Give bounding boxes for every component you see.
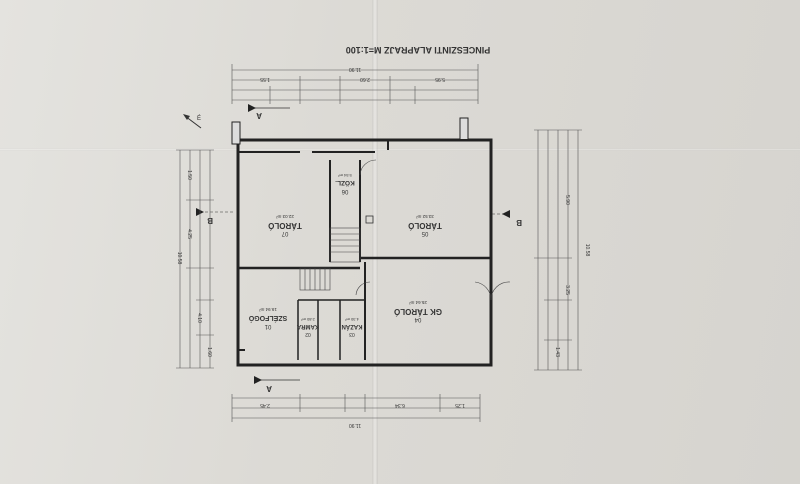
dim-bottom-total: 11.90 [349, 422, 361, 428]
right-dimension-chains [534, 129, 582, 371]
section-b-right: B [492, 210, 522, 227]
outer-walls [231, 117, 493, 367]
svg-text:22.03 m²: 22.03 m² [276, 214, 294, 219]
dim-left-1: 1.50 [186, 170, 192, 180]
svg-text:B: B [516, 218, 522, 227]
svg-text:2.80 m²: 2.80 m² [301, 317, 315, 322]
room-label-01: 01 SZÉLFOGÓ 19.94 m² [248, 307, 287, 329]
dim-left-4: 1.60 [206, 347, 212, 357]
svg-text:25.64 m²: 25.64 m² [409, 300, 427, 305]
svg-text:04: 04 [414, 316, 421, 322]
dim-bottom-2: 6.34 [395, 402, 405, 408]
section-b-left: B [196, 208, 235, 225]
dim-top-total: 11.90 [349, 66, 361, 72]
drawing-title: PINCESZINTI ALAPRAJZ M=1:100 [346, 45, 490, 55]
section-a-top: A [248, 104, 290, 120]
column-marker [365, 215, 374, 224]
room-label-07: 07 TÁROLÓ 22.03 m² [268, 214, 302, 236]
svg-text:KAZÁN: KAZÁN [342, 323, 363, 330]
svg-text:KÖZL.: KÖZL. [335, 179, 355, 188]
dim-bottom-3: 1.25 [455, 402, 465, 408]
svg-text:KAMRA: KAMRA [296, 323, 319, 329]
dim-right-2: 3.25 [564, 285, 570, 295]
interior-walls [238, 139, 491, 360]
door-swings [355, 159, 511, 301]
staircase [299, 227, 361, 291]
room-label-02: 02 KAMRA 2.80 m² [296, 317, 319, 337]
svg-text:19.94 m²: 19.94 m² [259, 307, 277, 312]
svg-text:05: 05 [421, 230, 428, 236]
paper-fold-vertical [372, 0, 378, 484]
dim-left-2: 4.25 [186, 229, 192, 239]
top-dimension-chains [231, 64, 479, 104]
svg-text:33.52 m²: 33.52 m² [416, 214, 434, 219]
svg-text:É: É [197, 115, 201, 122]
room-label-05: 05 TÁROLÓ 33.52 m² [408, 214, 442, 236]
svg-text:06: 06 [341, 188, 348, 194]
svg-text:07: 07 [281, 230, 288, 236]
svg-text:4.30 m²: 4.30 m² [345, 317, 359, 322]
svg-text:01: 01 [264, 323, 271, 329]
svg-text:5.54 m²: 5.54 m² [338, 173, 352, 178]
svg-text:GK TÁROLÓ: GK TÁROLÓ [394, 307, 442, 316]
svg-text:A: A [256, 111, 262, 120]
room-label-06: 06 KÖZL. 5.54 m² [335, 173, 355, 194]
dim-top-2: 2.60 [360, 76, 370, 82]
dim-top-1: 1.55 [260, 76, 270, 82]
svg-text:SZÉLFOGÓ: SZÉLFOGÓ [248, 314, 287, 323]
dim-right-3: 1.43 [554, 347, 560, 357]
dim-right-1: 5.90 [564, 195, 570, 205]
north-arrow-icon: É [183, 114, 202, 129]
bottom-dimension-chains [231, 394, 481, 422]
svg-text:02: 02 [305, 331, 311, 337]
dim-right-total: 10.58 [584, 244, 590, 257]
left-dimension-chains [176, 149, 214, 369]
room-label-03: 03 KAZÁN 4.30 m² [342, 317, 363, 337]
dim-bottom-1: 2.45 [260, 402, 270, 408]
svg-text:A: A [266, 384, 272, 393]
svg-text:TÁROLÓ: TÁROLÓ [268, 221, 302, 230]
dim-left-3: 4.10 [196, 313, 202, 323]
dim-left-total: 10.58 [176, 252, 182, 265]
section-a-bottom: A [254, 376, 300, 393]
svg-text:TÁROLÓ: TÁROLÓ [408, 221, 442, 230]
paper-fold-horizontal [0, 148, 800, 151]
dim-top-3: 5.95 [435, 76, 445, 82]
svg-text:03: 03 [349, 331, 355, 337]
room-label-04: 04 GK TÁROLÓ 25.64 m² [394, 300, 442, 322]
